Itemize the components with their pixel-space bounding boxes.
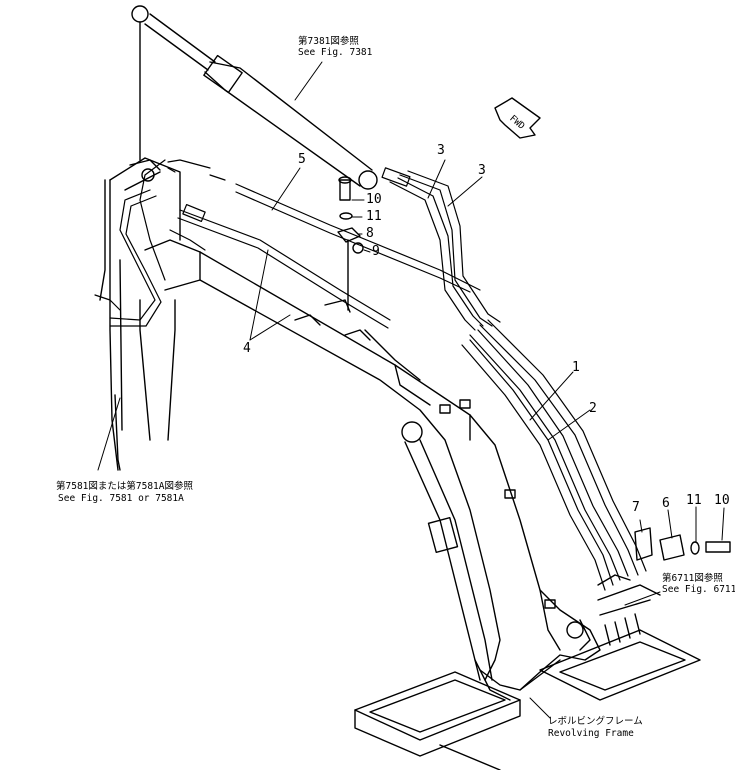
left-hose-loop (94, 159, 206, 327)
fwd-arrow: FWD (494, 97, 541, 139)
revolving-frame (354, 629, 701, 771)
upper-hardware (337, 176, 364, 311)
callout-10-upper: 10 (366, 192, 382, 207)
callout-5: 5 (298, 152, 306, 167)
callout-6: 6 (662, 496, 670, 511)
callout-4: 4 (243, 341, 251, 356)
pipe-5 (167, 159, 481, 293)
callout-2: 2 (589, 401, 597, 416)
callout-11-upper: 11 (366, 209, 382, 224)
callout-9: 9 (372, 244, 380, 259)
ref-top-en: See Fig. 7381 (298, 47, 373, 58)
ref-left-jp: 第7581図または第7581A図参照 (56, 481, 193, 492)
arm-cylinder (131, 5, 378, 190)
boom-foot (99, 159, 161, 471)
ref-left-en: See Fig. 7581 or 7581A (58, 493, 184, 504)
ref-right-en: See Fig. 6711 (662, 584, 735, 595)
ref-bottom-jp: レボルビングフレーム (548, 716, 643, 727)
callout-7: 7 (632, 500, 640, 515)
boom-cylinder (401, 421, 493, 681)
callout-1: 1 (572, 360, 580, 375)
boom (109, 157, 601, 701)
callout-10-lower: 10 (714, 493, 730, 508)
pipe-4 (177, 204, 391, 329)
callout-11-lower: 11 (686, 493, 702, 508)
ref-right-jp: 第6711図参照 (662, 573, 723, 584)
ref-top-jp: 第7381図参照 (298, 36, 359, 47)
hoses-1-2 (461, 319, 647, 591)
ref-bottom-en: Revolving Frame (548, 728, 634, 739)
callout-3b: 3 (478, 163, 486, 178)
callout-8: 8 (366, 226, 374, 241)
leader-lines (97, 61, 725, 719)
right-hardware (597, 527, 731, 646)
callout-3a: 3 (437, 143, 445, 158)
hoses-3 (381, 167, 501, 331)
clamps (294, 299, 556, 609)
